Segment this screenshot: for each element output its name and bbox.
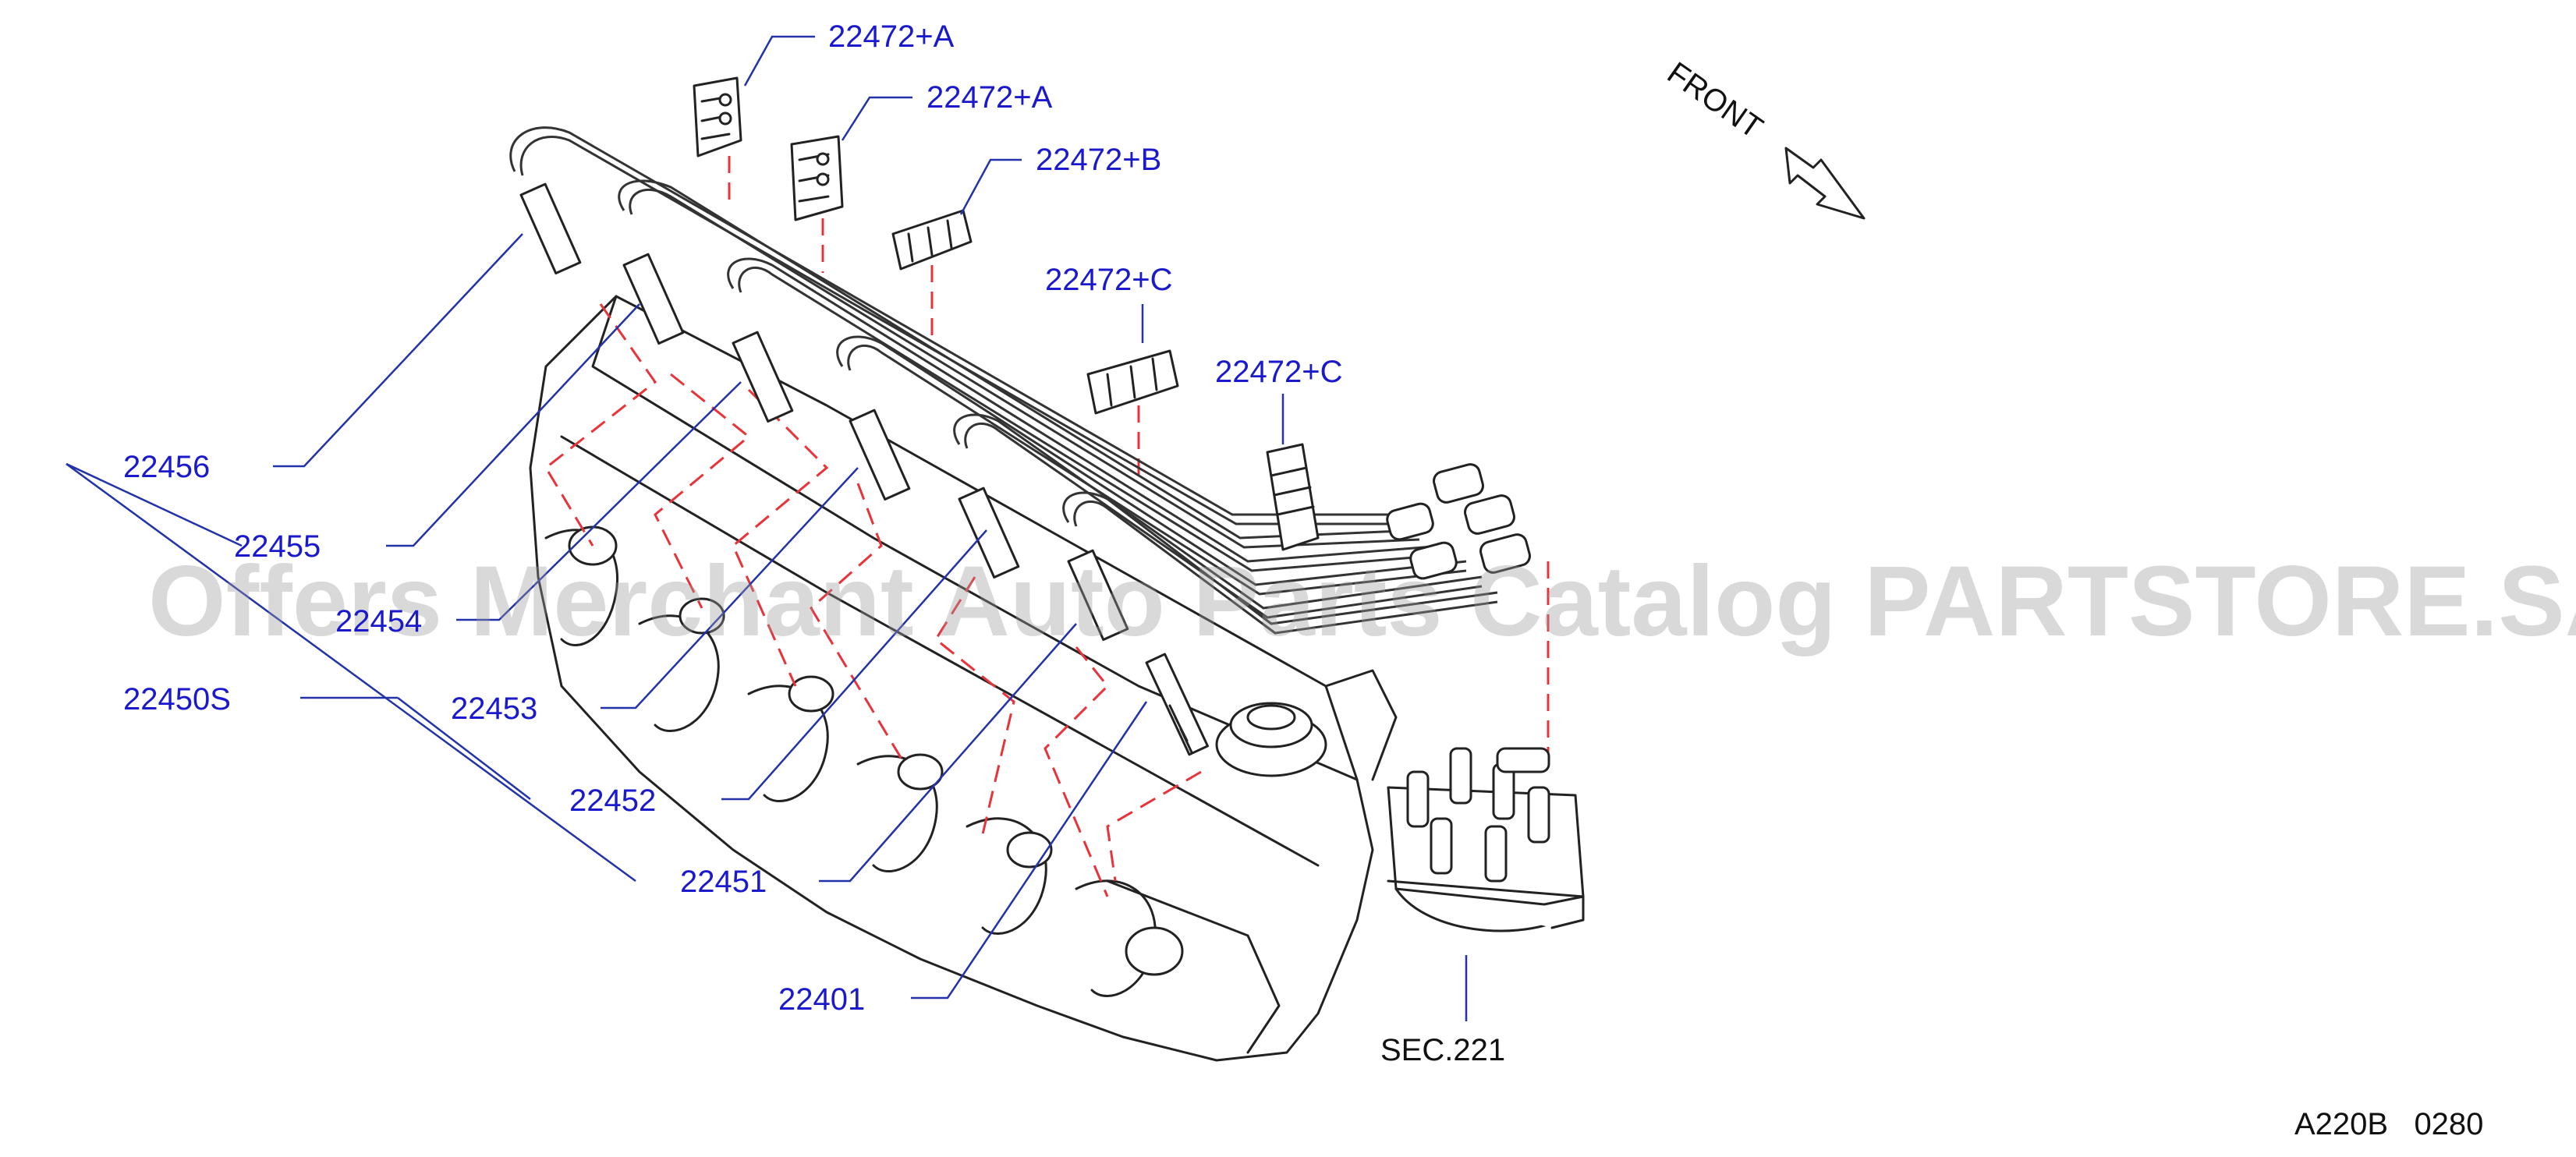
watermark-text: Offers Merchant Auto Parts Catalog PARTS… bbox=[148, 546, 2576, 657]
figure-code: A220B 0280 bbox=[2294, 1107, 2483, 1141]
callout-22455[interactable]: 22455 bbox=[234, 529, 321, 564]
front-arrow-icon bbox=[1784, 147, 1866, 220]
callout-clip-c-lower[interactable]: 22472+C bbox=[1215, 355, 1342, 389]
clip-b-drawing bbox=[891, 209, 973, 271]
oil-filler-cap bbox=[1215, 702, 1327, 777]
callout-clip-a-second[interactable]: 22472+A bbox=[927, 80, 1053, 115]
callout-clip-a-top[interactable]: 22472+A bbox=[828, 19, 955, 54]
callout-22456[interactable]: 22456 bbox=[123, 450, 210, 484]
leader-lines bbox=[66, 35, 1468, 1021]
callout-22401[interactable]: 22401 bbox=[778, 982, 865, 1017]
callout-22451[interactable]: 22451 bbox=[680, 865, 767, 899]
clip-c-lower-drawing bbox=[1266, 443, 1320, 551]
spark-plug-drawing bbox=[1145, 653, 1210, 756]
callout-22452[interactable]: 22452 bbox=[569, 784, 656, 818]
front-label: FRONT bbox=[1661, 55, 1769, 145]
callout-22454[interactable]: 22454 bbox=[335, 604, 422, 639]
clip-a-second-drawing bbox=[790, 135, 844, 221]
callout-clip-c-upper[interactable]: 22472+C bbox=[1045, 263, 1172, 297]
ignition-cables bbox=[509, 126, 1531, 641]
engine-block-drawing bbox=[529, 295, 1398, 1062]
callout-22453[interactable]: 22453 bbox=[451, 692, 537, 726]
distributor-cap-drawing bbox=[1387, 747, 1585, 932]
clip-a-top-drawing bbox=[693, 76, 742, 157]
callout-clip-b[interactable]: 22472+B bbox=[1036, 143, 1161, 177]
sec-reference-link[interactable]: SEC.221 bbox=[1380, 1033, 1505, 1067]
callout-22450s[interactable]: 22450S bbox=[123, 682, 231, 716]
callout-labels: 22472+A 22472+A 22472+B 22472+C 22472+C … bbox=[123, 19, 2483, 1141]
hidden-lines bbox=[544, 156, 1550, 897]
front-indicator: FRONT bbox=[1661, 55, 1866, 220]
clip-c-upper-drawing bbox=[1086, 349, 1179, 415]
